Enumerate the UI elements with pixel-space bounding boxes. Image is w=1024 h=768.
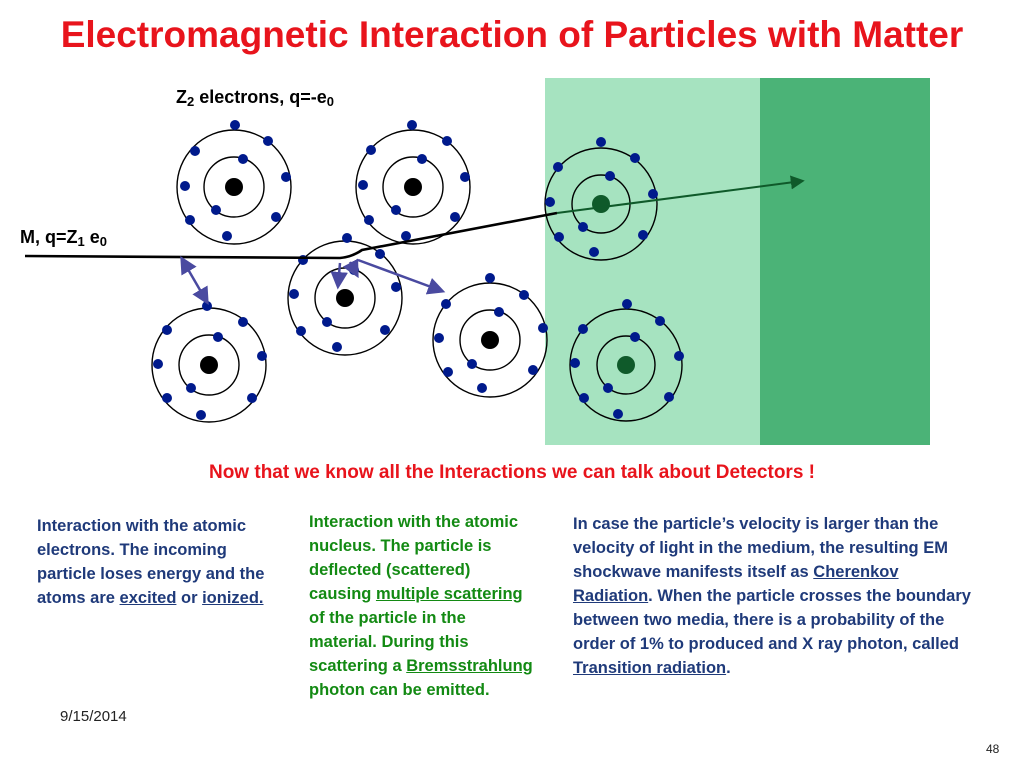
bremsstrahlung-link[interactable]: Bremsstrahlung [406, 657, 533, 675]
excited-link[interactable]: excited [119, 589, 177, 607]
atom [355, 120, 471, 245]
nucleus-interaction-text: Interaction with the atomic nucleus. The… [309, 513, 533, 699]
cherenkov-text: In case the particle’s velocity is large… [573, 515, 971, 677]
atom [151, 301, 267, 423]
particle-track [24, 211, 558, 260]
transition-radiation-link[interactable]: Transition radiation [573, 659, 727, 677]
nucleus-scatter-arrow [330, 262, 348, 290]
ionization-arrow [180, 255, 209, 306]
slide-number: 48 [986, 742, 1000, 756]
detectors-subtitle: Now that we know all the Interactions we… [208, 462, 815, 483]
interaction-diagram [24, 78, 930, 445]
cherenkov-link[interactable]: Cherenkov Radiation [573, 563, 899, 605]
atom [432, 273, 548, 398]
atom [287, 233, 403, 356]
particle-label: M, q=Z1 e0 [20, 227, 107, 249]
medium-2 [760, 78, 930, 445]
electron-arrow [342, 258, 359, 279]
particle-track-in-medium [556, 175, 805, 214]
electrons-label: Z2 electrons, q=-e0 [176, 87, 335, 109]
slide-title: Electromagnetic Interaction of Particles… [60, 14, 964, 55]
ionized-link[interactable]: ionized. [202, 589, 264, 607]
photon-arrow [357, 258, 446, 295]
atom [176, 120, 292, 245]
medium-1 [545, 78, 760, 445]
electron-interaction-text: Interaction with the atomic electrons. T… [37, 517, 265, 607]
multiple-scattering-link[interactable]: multiple scattering [375, 585, 523, 603]
atom [544, 137, 658, 261]
atom [569, 299, 684, 422]
slide-date: 9/15/2014 [60, 708, 127, 725]
